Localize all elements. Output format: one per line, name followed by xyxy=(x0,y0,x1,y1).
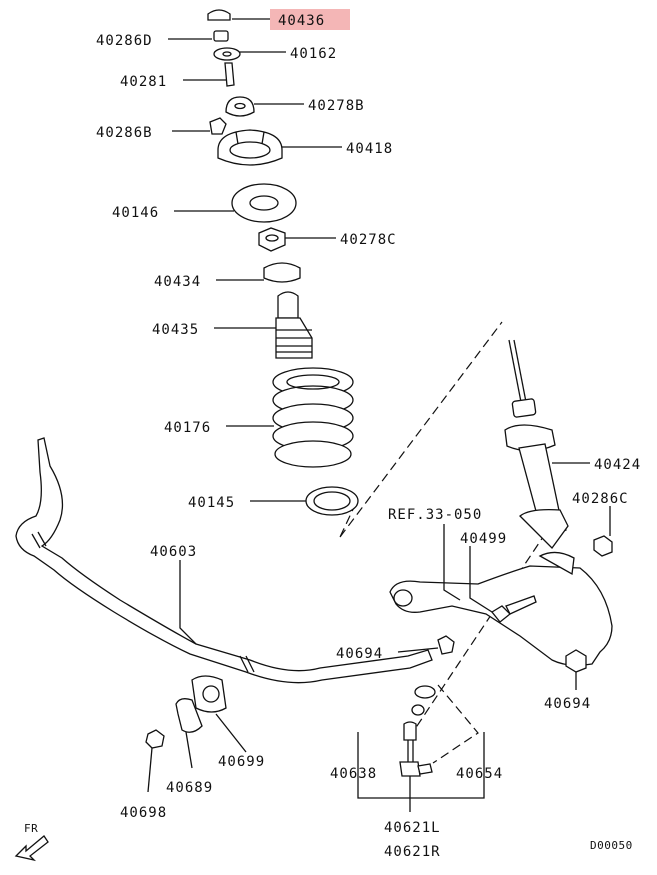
stabilizer-link xyxy=(399,685,436,777)
label-40162[interactable]: 40162 xyxy=(290,46,337,62)
diagram-id: D00050 xyxy=(590,839,633,852)
label-40278C[interactable]: 40278C xyxy=(340,232,397,248)
label-40694-left[interactable]: 40694 xyxy=(336,646,383,662)
label-40418[interactable]: 40418 xyxy=(346,141,393,157)
label-40286B[interactable]: 40286B xyxy=(96,125,153,141)
label-40689[interactable]: 40689 xyxy=(166,780,213,796)
label-40176[interactable]: 40176 xyxy=(164,420,211,436)
leader-lines xyxy=(147,18,611,812)
label-40281[interactable]: 40281 xyxy=(120,74,167,90)
label-40698[interactable]: 40698 xyxy=(120,805,167,821)
label-40424[interactable]: 40424 xyxy=(594,457,641,473)
label-40621L[interactable]: 40621L xyxy=(384,820,441,836)
label-40499[interactable]: 40499 xyxy=(460,531,507,547)
label-40654[interactable]: 40654 xyxy=(456,766,503,782)
coil-spring xyxy=(272,367,354,468)
label-40436[interactable]: 40436 xyxy=(278,13,325,29)
label-40145[interactable]: 40145 xyxy=(188,495,235,511)
label-40146[interactable]: 40146 xyxy=(112,205,159,221)
label-40638[interactable]: 40638 xyxy=(330,766,377,782)
front-direction-arrow xyxy=(14,835,49,862)
label-40286C[interactable]: 40286C xyxy=(572,491,629,507)
label-40603[interactable]: 40603 xyxy=(150,544,197,560)
part-labels: 40436 40286D 40162 40281 40278B 40286B 4… xyxy=(24,13,641,860)
label-ref-33-050[interactable]: REF.33-050 xyxy=(388,507,482,523)
label-40286D[interactable]: 40286D xyxy=(96,33,153,49)
selected-part-highlight xyxy=(270,9,350,30)
relation-lines xyxy=(339,321,544,764)
label-40434[interactable]: 40434 xyxy=(154,274,201,290)
label-40435[interactable]: 40435 xyxy=(152,322,199,338)
label-40278B[interactable]: 40278B xyxy=(308,98,365,114)
label-fr: FR xyxy=(24,822,38,835)
label-40694-right[interactable]: 40694 xyxy=(544,696,591,712)
label-40621R[interactable]: 40621R xyxy=(384,844,441,860)
stabilizer-bar xyxy=(15,437,455,749)
shock-absorber xyxy=(504,339,567,539)
label-40699[interactable]: 40699 xyxy=(218,754,265,770)
strut-upper-parts xyxy=(207,9,359,516)
